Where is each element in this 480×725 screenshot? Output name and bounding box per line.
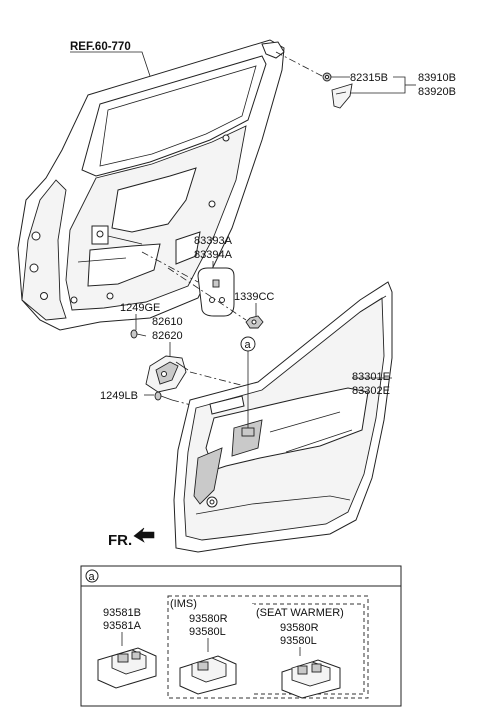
- ims-group-box: [167, 595, 369, 699]
- ims-title: (IMS): [170, 598, 197, 610]
- callout-83920B: 83920B: [418, 86, 456, 98]
- door-trim-panel: [173, 281, 393, 553]
- callout-82610: 82610: [152, 316, 183, 328]
- mirror-cover-part: [331, 83, 353, 109]
- callout-83302E: 83302E: [352, 385, 390, 397]
- screw-1249GE: [130, 329, 147, 339]
- front-indicator: FR.: [108, 532, 132, 549]
- nut-1339CC: [245, 315, 264, 329]
- clip-82315B: [322, 72, 332, 82]
- callout-83394A: 83394A: [194, 249, 233, 261]
- screw-1249LB: [154, 391, 173, 401]
- ref-callout: REF.60-770: [70, 41, 131, 53]
- window-switch-seat-warmer: [281, 659, 341, 699]
- callout-83910B: 83910B: [418, 72, 456, 84]
- window-switch-single: [97, 647, 157, 689]
- callout-1249LB: 1249LB: [100, 390, 138, 402]
- callout-1339CC: 1339CC: [234, 291, 274, 303]
- door-frame-drawing: [17, 39, 285, 331]
- inside-handle-part: [145, 355, 189, 393]
- warmer-part-93580L: 93580L: [280, 635, 317, 647]
- front-arrow-icon: [133, 527, 155, 543]
- window-switch-ims: [179, 655, 237, 695]
- ims-part-93580R: 93580R: [189, 613, 228, 625]
- seat-warmer-title: (SEAT WARMER): [256, 607, 344, 619]
- left-part-93581B: 93581B: [103, 607, 141, 619]
- handle-cover-part: [197, 267, 235, 317]
- callout-82620: 82620: [152, 330, 183, 342]
- inset-switches: a 93581B 93581A (IMS) 93580R 93580L (SEA…: [80, 565, 402, 707]
- callout-82315B: 82315B: [350, 72, 388, 84]
- callout-83393A: 83393A: [194, 235, 233, 247]
- callout-83301E: 83301E: [352, 371, 390, 383]
- callout-1249GE: 1249GE: [120, 302, 160, 314]
- left-part-93581A: 93581A: [103, 620, 142, 632]
- svg-text:a: a: [245, 339, 252, 351]
- circle-a-marker: a: [240, 336, 256, 352]
- ims-part-93580L: 93580L: [189, 626, 226, 638]
- warmer-part-93580R: 93580R: [280, 622, 319, 634]
- inset-marker: a: [89, 571, 96, 583]
